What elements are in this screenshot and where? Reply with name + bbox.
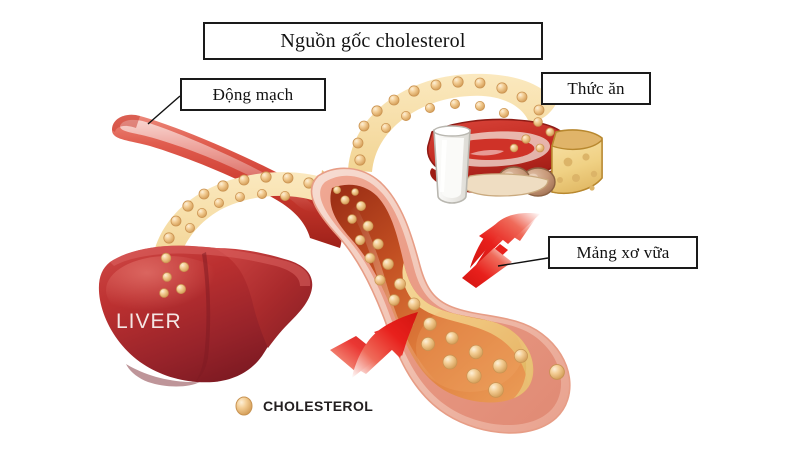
leader-line-artery [147, 95, 181, 125]
label-artery: Động mạch [180, 78, 326, 111]
plaque-pointer-arrow-lower [330, 312, 418, 378]
cheese-wedge [551, 129, 603, 194]
artery-cross-section [310, 167, 571, 434]
cholesterol-particle-outside [549, 364, 565, 380]
legend-label: CHOLESTEROL [263, 398, 374, 414]
label-food: Thức ăn [541, 72, 651, 105]
leader-line-plaque [497, 257, 549, 267]
cholesterol-specks-on-food [509, 117, 555, 153]
cholesterol-particles-in-lumen [333, 186, 528, 398]
plaque-lower [500, 318, 534, 400]
page-title: Nguồn gốc cholesterol [203, 22, 543, 60]
milk-glass [433, 125, 471, 204]
flow-cholesterol-dots-liver [152, 171, 315, 277]
liver-organ [98, 245, 313, 387]
legend: CHOLESTEROL [234, 394, 373, 418]
flow-cholesterol-dots-food [346, 76, 545, 181]
bread-slab [461, 173, 549, 197]
plaque-pointer-arrow-upper [462, 213, 540, 288]
cholesterol-flow-from-food [340, 73, 556, 198]
artery-tube [112, 114, 342, 249]
plaque-right [402, 262, 533, 384]
cholesterol-specks-on-liver [159, 252, 189, 298]
cholesterol-sphere-icon [235, 396, 253, 416]
label-plaque: Mảng xơ vữa [548, 236, 698, 269]
food-items [426, 117, 603, 204]
